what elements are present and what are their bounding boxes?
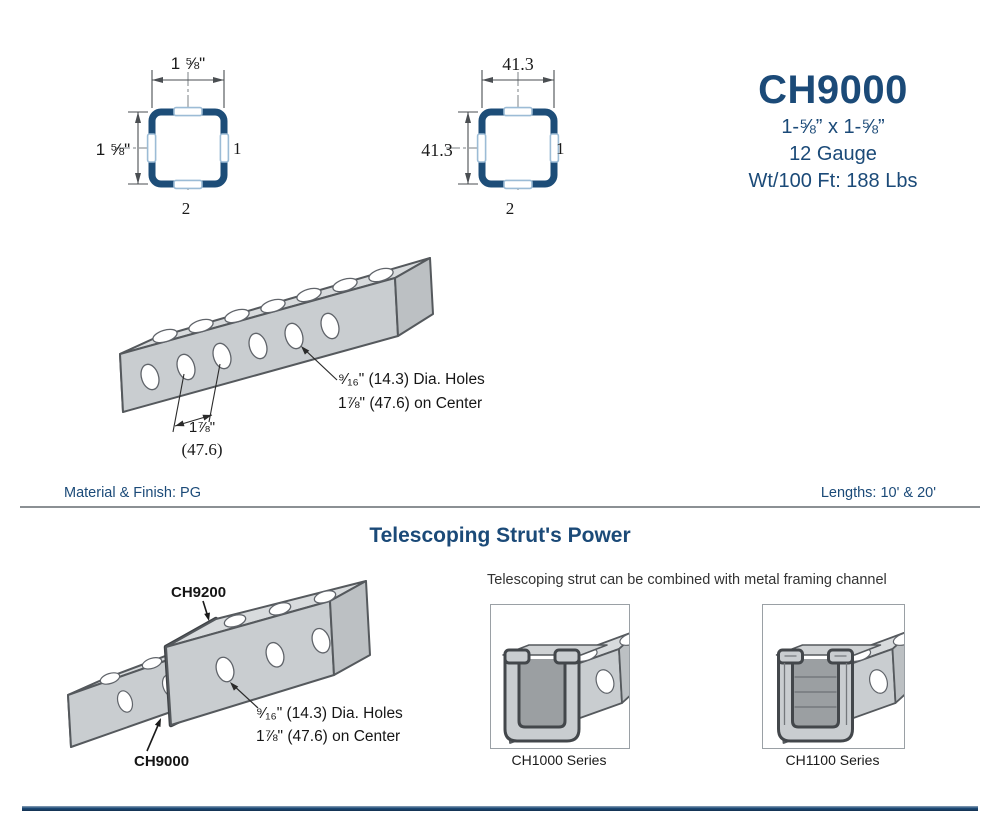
tele-callout-line2: 1⅞" (47.6) on Center bbox=[256, 728, 401, 745]
outer-tube-ch9200 bbox=[165, 580, 371, 726]
xsec-metric-height-label: 41.3 bbox=[421, 140, 453, 160]
ch9000-label: CH9000 bbox=[134, 753, 190, 770]
xsec-metric-width-label: 41.3 bbox=[502, 54, 534, 74]
top-hole-row bbox=[152, 267, 394, 344]
xsec-imperial-height-label: 1 ⅝" bbox=[95, 140, 131, 159]
xsec-imperial-point1-label: 1 bbox=[233, 139, 242, 158]
product-gauge: 12 Gauge bbox=[789, 143, 877, 165]
ch1100-series-caption: CH1100 Series bbox=[785, 752, 880, 768]
lengths-text: Lengths: 10' & 20' bbox=[820, 485, 936, 501]
xsec-metric-point1-label: 1 bbox=[556, 139, 565, 158]
telescoping-heading: Telescoping Strut's Power bbox=[369, 524, 631, 547]
strut-3d-drawing bbox=[119, 257, 434, 433]
xsec-imperial-width-label: 1 ⅝" bbox=[170, 54, 206, 73]
hole-spacing-metric-label: (47.6) bbox=[181, 440, 223, 459]
ch9200-label: CH9200 bbox=[171, 584, 227, 601]
product-size: 1-⅝” x 1-⅝” bbox=[781, 116, 885, 138]
product-weight: Wt/100 Ft: 188 Lbs bbox=[748, 170, 918, 192]
ch1100-series-box bbox=[762, 604, 919, 749]
section-divider bbox=[20, 506, 980, 508]
product-code-title: CH9000 bbox=[758, 68, 908, 112]
hole-callout-leader bbox=[302, 347, 338, 381]
hole-spacing-label: 1⅞" bbox=[188, 419, 216, 436]
ch1000-series-caption: CH1000 Series bbox=[511, 752, 607, 768]
strut-callout-line1: ⁹⁄₁₆" (14.3) Dia. Holes bbox=[338, 371, 485, 388]
ch1000-series-box bbox=[490, 604, 645, 749]
xsec-imperial-point2-label: 2 bbox=[181, 199, 191, 218]
ch9000-label-arrow bbox=[146, 722, 160, 752]
ch1000-series-drawing bbox=[501, 628, 645, 744]
strut-tube bbox=[119, 257, 434, 413]
front-hole-row bbox=[140, 312, 340, 391]
telescoping-3d-drawing bbox=[67, 580, 371, 752]
ch1100-series-drawing bbox=[775, 628, 919, 744]
page-bottom-rule bbox=[22, 806, 978, 811]
strut-callout-line2: 1⅞" (47.6) on Center bbox=[338, 395, 483, 412]
xsec-metric-point2-label: 2 bbox=[505, 199, 515, 218]
tele-callout-line1: ⁹⁄₁₆" (14.3) Dia. Holes bbox=[256, 705, 403, 722]
ch1100-ribs bbox=[783, 655, 848, 725]
combination-note: Telescoping strut can be combined with m… bbox=[487, 572, 887, 588]
material-finish-text: Material & Finish: PG bbox=[64, 485, 201, 501]
